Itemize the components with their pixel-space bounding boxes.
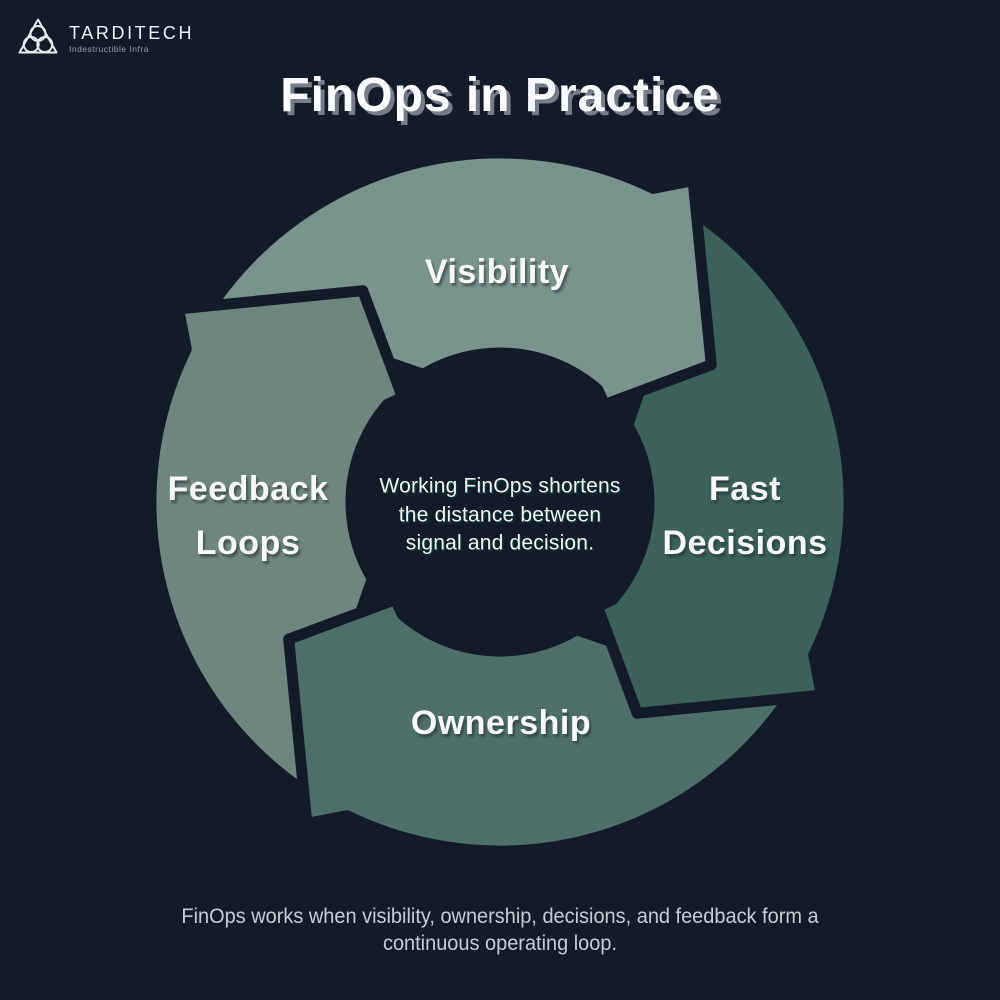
segment-label-visibility: Visibility [425,245,569,299]
segment-fast-decisions-arrow [592,545,852,719]
segment-label-line: Ownership [410,704,592,742]
segment-label-ownership: Ownership [411,696,591,750]
center-text-line: the distance between [398,502,602,526]
brand-text: TARDITECH Indestructible Infra [69,23,194,54]
footer-caption-line: continuous operating loop. [382,932,618,955]
segment-label-line: Decisions [662,524,828,562]
cycle-center-text: Working FinOps shortens the distance bet… [350,472,650,558]
segment-label-fast-decisions: Fast Decisions [662,462,827,570]
segment-label-line: Fast [709,470,781,508]
brand-name: TARDITECH [69,22,195,43]
center-text-line: signal and decision. [405,531,595,555]
center-text-line: Working FinOps shortens [379,474,621,498]
footer-caption-line: FinOps works when visibility, ownership,… [181,905,819,928]
segment-label-line: Feedback [167,470,329,508]
footer-caption: FinOps works when visibility, ownership,… [25,903,975,957]
segment-label-feedback-loops: Feedback Loops [168,462,329,570]
page-title: FinOps in Practice [280,69,720,122]
segment-label-line: Loops [195,524,301,562]
triquetra-icon [18,18,58,54]
segment-label-line: Visibility [424,253,570,291]
brand-logo: TARDITECH Indestructible Infra [16,16,194,60]
brand-tagline: Indestructible Infra [69,43,149,54]
